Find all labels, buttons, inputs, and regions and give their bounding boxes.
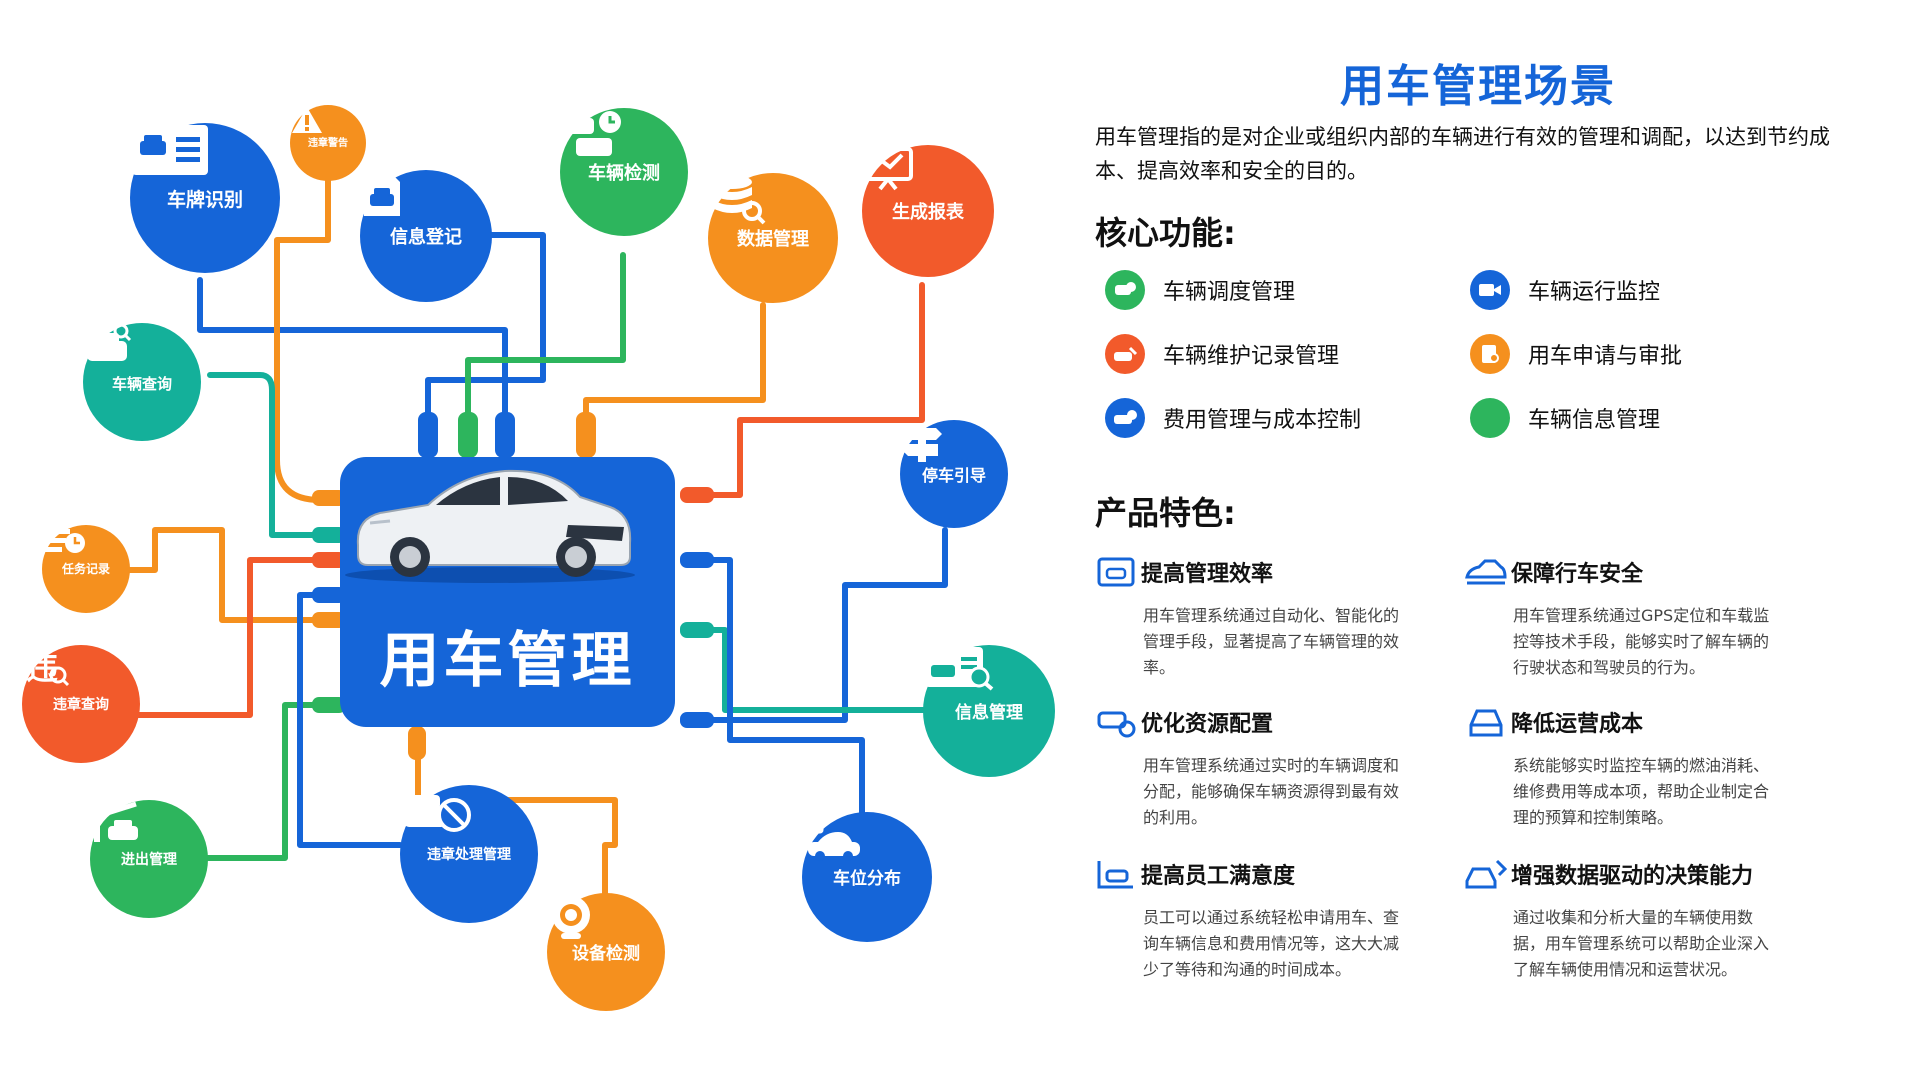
cars-clock-icon xyxy=(564,111,621,156)
node-vehicle-check[interactable]: 车辆检测 xyxy=(560,108,688,236)
resource-icon xyxy=(1097,711,1136,738)
node-label: 数据管理 xyxy=(737,229,809,251)
node-data-manage[interactable]: 数据管理 xyxy=(708,173,838,303)
feature-title: 提高管理效率 xyxy=(1141,562,1274,587)
node-info-manage[interactable]: 信息管理 xyxy=(923,645,1055,777)
plate-icon xyxy=(132,125,208,175)
intro-text: 用车管理指的是对企业或组织内部的车辆进行有效的管理和调配，以达到节约成本、提高效… xyxy=(1095,125,1830,183)
feature-title: 优化资源配置 xyxy=(1141,712,1274,737)
feature-title: 降低运营成本 xyxy=(1511,712,1644,737)
camera-icon xyxy=(552,896,590,939)
function-item: 车辆调度管理 xyxy=(1105,270,1295,310)
svg-text:P: P xyxy=(808,817,818,833)
car-illustration xyxy=(345,469,635,583)
function-item: 车辆维护记录管理 xyxy=(1105,334,1339,374)
function-item: 用车申请与审批 xyxy=(1470,334,1682,374)
info-dot-icon xyxy=(1470,398,1510,438)
feature-card: 保障行车安全 用车管理系统通过GPS定位和车载监控等技术手段，能够实时了解车辆的… xyxy=(1465,555,1805,681)
node-label: 设备检测 xyxy=(572,943,640,964)
car-search-icon xyxy=(87,323,132,361)
node-violation-handle[interactable]: 违章处理管理 xyxy=(400,785,538,923)
node-info-register[interactable]: 信息登记 xyxy=(360,170,492,302)
feature-card: 提高员工满意度 员工可以通过系统轻松申请用车、查询车辆信息和费用情况等，这大大减… xyxy=(1095,857,1435,983)
feature-title: 增强数据驱动的决策能力 xyxy=(1511,864,1754,889)
signpost-icon xyxy=(902,424,942,462)
parking-car-icon: P xyxy=(802,812,860,861)
core-functions-title: 核心功能: xyxy=(1095,214,1236,252)
node-label: 信息登记 xyxy=(390,227,462,249)
feature-card: 优化资源配置 用车管理系统通过实时的车辆调度和分配，能够确保车辆资源得到最有效的… xyxy=(1095,705,1435,831)
cost-icon xyxy=(1105,398,1145,438)
node-violation-warning[interactable]: 违章警告 xyxy=(290,105,366,181)
node-label: 违章处理管理 xyxy=(427,847,511,864)
function-label: 费用管理与成本控制 xyxy=(1163,408,1362,433)
feature-card: 增强数据驱动的决策能力 通过收集和分析大量的车辆使用数据，用车管理系统可以帮助企… xyxy=(1465,857,1805,983)
feature-title: 提高员工满意度 xyxy=(1141,864,1296,889)
node-entry-exit[interactable]: 进出管理 xyxy=(90,800,208,918)
node-parking-distribution[interactable]: P 车位分布 xyxy=(802,812,932,942)
document-car-icon xyxy=(364,172,400,216)
node-label: 违章查询 xyxy=(53,697,109,714)
node-device-check[interactable]: 设备检测 xyxy=(547,893,665,1011)
feature-desc: 员工可以通过系统轻松申请用车、查询车辆信息和费用情况等，这大大减少了等待和沟通的… xyxy=(1143,908,1400,979)
node-vehicle-query[interactable]: 车辆查询 xyxy=(83,323,201,441)
node-label: 停车引导 xyxy=(921,466,986,486)
page-title: 用车管理场景 xyxy=(1340,61,1616,112)
node-label: 车位分布 xyxy=(833,868,901,889)
feature-desc: 系统能够实时监控车辆的燃油消耗、维修费用等成本项，帮助企业制定合理的预算和控制策… xyxy=(1513,756,1770,827)
approval-icon xyxy=(1470,334,1510,374)
features-title: 产品特色: xyxy=(1095,494,1236,532)
node-label: 进出管理 xyxy=(121,852,177,869)
function-label: 用车申请与审批 xyxy=(1528,344,1683,369)
function-label: 车辆信息管理 xyxy=(1528,408,1661,433)
node-label: 车牌识别 xyxy=(166,188,243,211)
hub-card[interactable]: 用车管理 xyxy=(340,457,675,727)
warning-icon xyxy=(292,107,322,133)
cost-car-icon xyxy=(1469,709,1503,737)
feature-card: 降低运营成本 系统能够实时监控车辆的燃油消耗、维修费用等成本项，帮助企业制定合理… xyxy=(1465,705,1805,831)
function-label: 车辆运行监控 xyxy=(1528,280,1661,305)
feature-desc: 用车管理系统通过自动化、智能化的管理手段，显著提高了车辆管理的效率。 xyxy=(1143,606,1400,677)
no-car-icon xyxy=(404,795,471,832)
node-label: 生成报表 xyxy=(892,202,964,224)
node-violation-query[interactable]: 违 违章查询 xyxy=(22,645,140,763)
info-panel: 用车管理场景 用车管理指的是对企业或组织内部的车辆进行有效的管理和调配，以达到节… xyxy=(1095,0,1895,1080)
node-label: 违章警告 xyxy=(308,138,348,149)
satisfaction-icon xyxy=(1097,861,1133,889)
feature-desc: 用车管理系统通过实时的车辆调度和分配，能够确保车辆资源得到最有效的利用。 xyxy=(1143,756,1400,827)
chart-board-icon xyxy=(863,147,913,191)
feature-title: 保障行车安全 xyxy=(1511,562,1644,587)
task-clock-icon xyxy=(44,529,85,553)
dispatch-icon xyxy=(1105,270,1145,310)
hub-title: 用车管理 xyxy=(379,626,636,696)
safety-car-icon xyxy=(1465,559,1507,585)
function-item: 车辆运行监控 xyxy=(1470,270,1660,310)
node-plate-recognition[interactable]: 车牌识别 xyxy=(130,123,280,273)
violation-search-icon: 违 xyxy=(26,649,70,687)
node-label: 车辆查询 xyxy=(111,374,172,393)
node-label: 车辆检测 xyxy=(588,163,660,185)
diagram: 用车管理 车牌识别 违章警告 信息登记 xyxy=(22,105,1055,1011)
node-parking-guide[interactable]: 停车引导 xyxy=(900,420,1008,528)
video-camera-icon xyxy=(1470,270,1510,310)
feature-card: 提高管理效率 用车管理系统通过自动化、智能化的管理手段，显著提高了车辆管理的效率… xyxy=(1095,555,1435,681)
node-label: 信息管理 xyxy=(955,702,1023,723)
node-report[interactable]: 生成报表 xyxy=(862,145,994,277)
feature-desc: 通过收集和分析大量的车辆使用数据，用车管理系统可以帮助企业深入了解车辆使用情况和… xyxy=(1513,908,1770,979)
database-icon xyxy=(712,175,766,225)
barrier-gate-icon xyxy=(94,801,138,842)
function-label: 车辆调度管理 xyxy=(1163,280,1296,305)
function-label: 车辆维护记录管理 xyxy=(1163,344,1340,369)
data-car-icon xyxy=(1465,859,1507,889)
efficiency-icon xyxy=(1097,557,1135,587)
connector-lines xyxy=(112,177,948,898)
node-label: 任务记录 xyxy=(61,561,110,576)
maintenance-icon xyxy=(1105,334,1145,374)
function-item: 费用管理与成本控制 xyxy=(1105,398,1361,438)
function-item: 车辆信息管理 xyxy=(1470,398,1660,438)
node-task-record[interactable]: 任务记录 xyxy=(42,525,130,613)
feature-desc: 用车管理系统通过GPS定位和车载监控等技术手段，能够实时了解车辆的行驶状态和驾驶… xyxy=(1513,606,1770,677)
info-card-icon xyxy=(925,647,994,691)
